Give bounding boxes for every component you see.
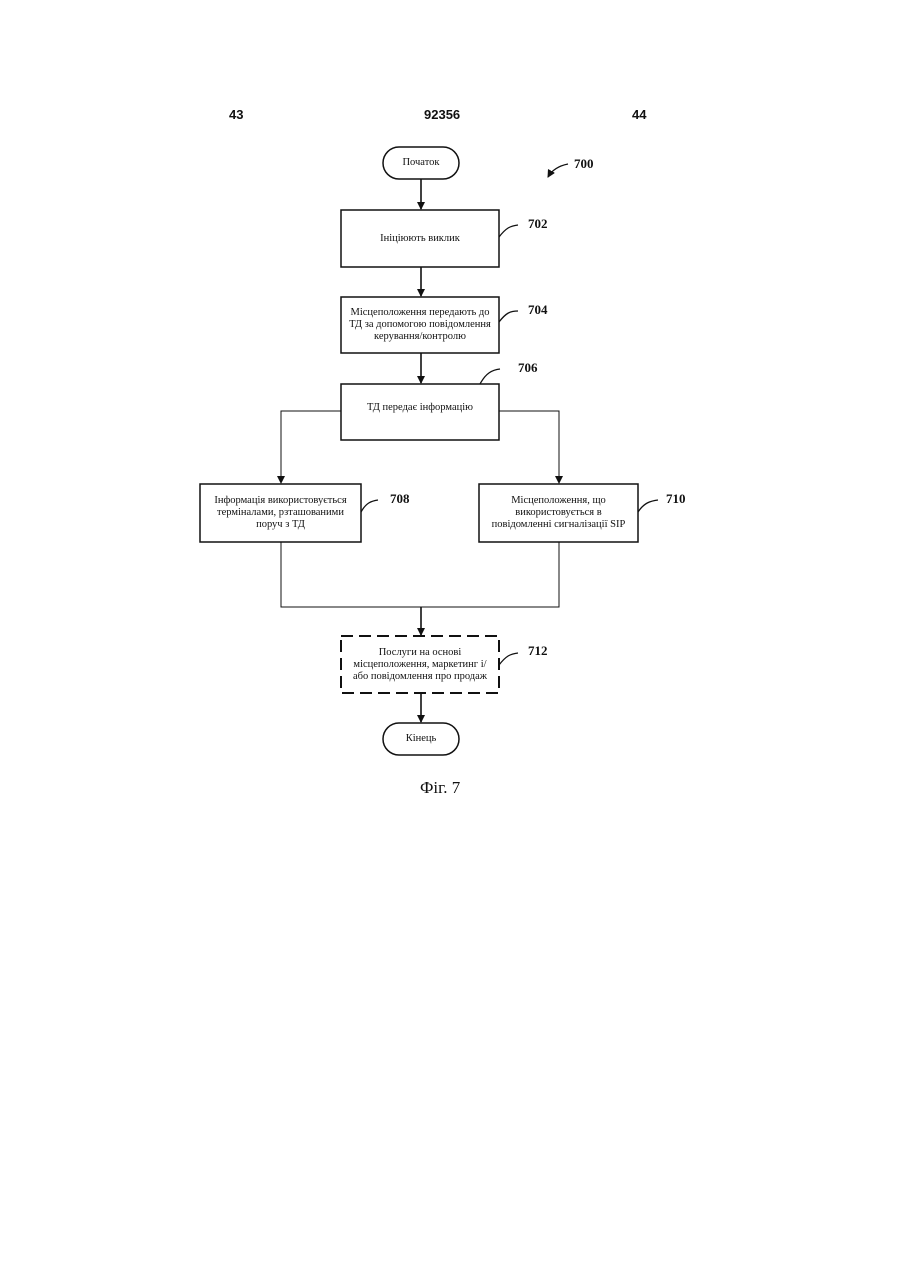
ref-706: 706 xyxy=(518,360,538,376)
ref-712: 712 xyxy=(528,643,548,659)
ref-710: 710 xyxy=(666,491,686,507)
ref-708: 708 xyxy=(390,491,410,507)
step-708-label: Інформація використовується терміналами,… xyxy=(202,486,359,540)
figure-caption: Фіг. 7 xyxy=(420,778,460,798)
leader-712 xyxy=(499,653,518,665)
leader-702 xyxy=(499,225,518,237)
figure-pointer-arrow xyxy=(548,164,568,177)
step-712-label: Послуги на основі місцеположення, маркет… xyxy=(343,638,497,691)
figure-ref-number: 700 xyxy=(574,156,594,172)
leader-708 xyxy=(361,500,378,512)
connector-708-merge xyxy=(281,542,559,607)
step-704-label: Місцеположення передають до ТД за допомо… xyxy=(343,299,497,351)
leader-704 xyxy=(499,311,518,322)
connector-706-710 xyxy=(499,411,559,483)
ref-704: 704 xyxy=(528,302,548,318)
step-706-label: ТД передає інформацію xyxy=(343,386,497,430)
leader-710 xyxy=(638,500,658,512)
step-710-label: Місцеположення, що використовується в по… xyxy=(481,486,636,540)
step-702-label: Ініціюють виклик xyxy=(343,212,497,265)
start-label: Початок xyxy=(383,147,459,179)
end-label: Кінець xyxy=(383,723,459,755)
connector-706-708 xyxy=(281,411,341,483)
leader-706 xyxy=(480,369,500,384)
ref-702: 702 xyxy=(528,216,548,232)
